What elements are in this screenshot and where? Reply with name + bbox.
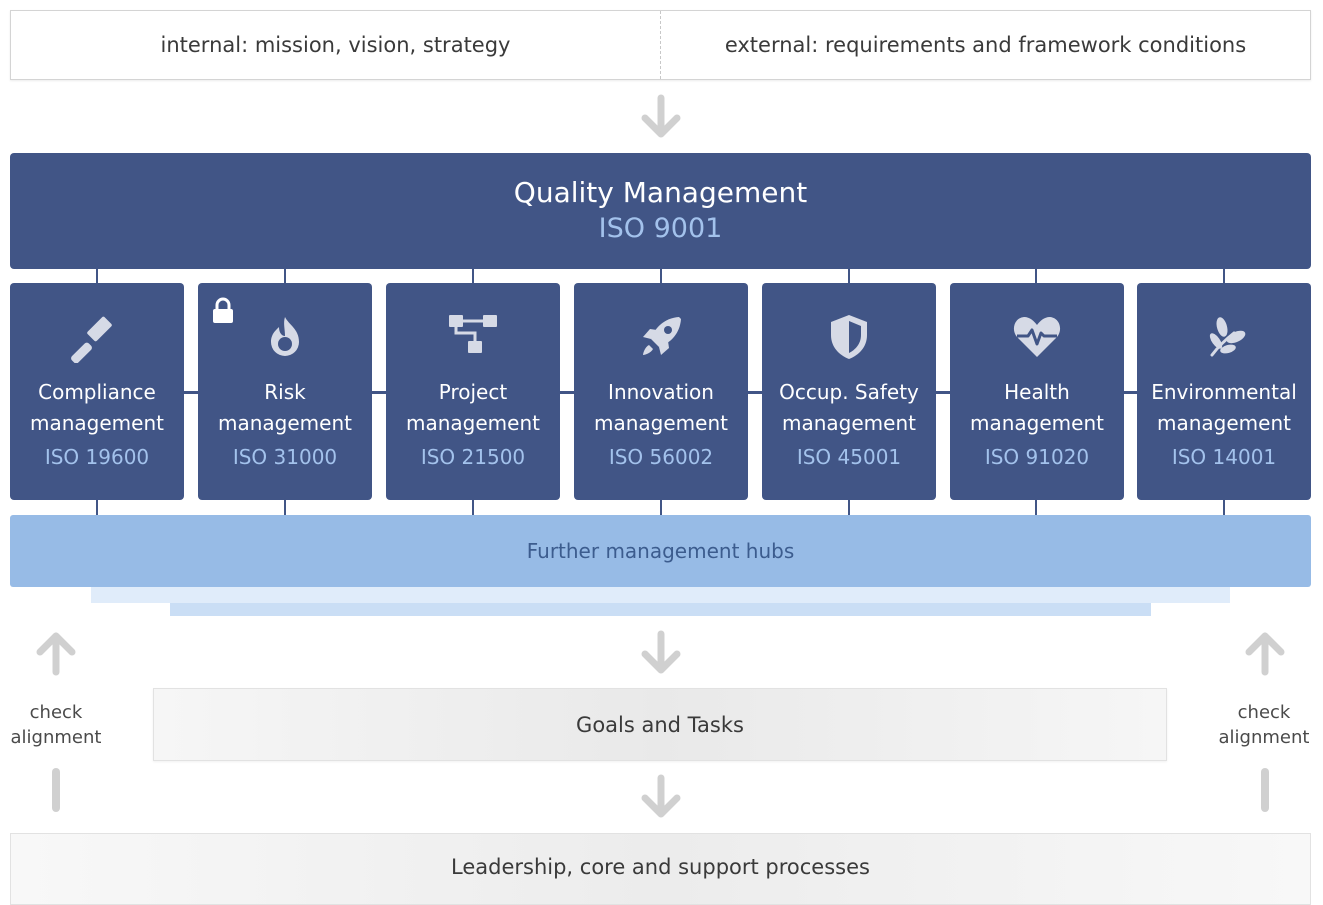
quality-management-box: Quality Management ISO 9001 [10, 153, 1311, 269]
connector-top [96, 269, 98, 283]
connector-horizontal [184, 391, 198, 394]
hub-card-environmental[interactable]: Environmental management ISO 14001 [1137, 283, 1311, 500]
rocket-icon [635, 311, 687, 363]
hub-card-project[interactable]: Project management ISO 21500 [386, 283, 560, 500]
connector-bottom [848, 500, 850, 515]
flame-icon [259, 311, 311, 363]
connector-bottom [1035, 500, 1037, 515]
shield-icon [823, 311, 875, 363]
hub-name: Environmental management [1151, 380, 1297, 435]
goals-and-tasks: Goals and Tasks [153, 688, 1167, 761]
connector-top [660, 269, 662, 283]
connector-top [848, 269, 850, 283]
check-alignment-label: check alignment [10, 702, 102, 748]
connector-top [1035, 269, 1037, 283]
hub-name: Innovation management [594, 380, 728, 435]
connector-horizontal [1124, 391, 1137, 394]
hub-name: Health management [970, 380, 1104, 435]
connector-bottom [96, 500, 98, 515]
check-alignment-label: check alignment [1218, 702, 1310, 748]
quality-management-iso: ISO 9001 [598, 213, 723, 244]
connector-bottom [1223, 500, 1225, 515]
hub-name: Occup. Safety management [779, 380, 919, 435]
gavel-icon [71, 311, 123, 363]
down-arrow-icon [637, 774, 685, 822]
connector-bottom [660, 500, 662, 515]
hub-stack-layer [91, 586, 1230, 603]
hub-card-compliance[interactable]: Compliance management ISO 19600 [10, 283, 184, 500]
hub-iso: ISO 14001 [1171, 445, 1277, 469]
hierarchy-icon [447, 311, 499, 363]
hub-card-risk[interactable]: Risk management ISO 31000 [198, 283, 372, 500]
hub-card-safety[interactable]: Occup. Safety management ISO 45001 [762, 283, 936, 500]
hub-iso: ISO 19600 [44, 445, 150, 469]
up-arrow-icon [1241, 628, 1289, 676]
connector-top [284, 269, 286, 283]
leaf-icon [1198, 311, 1250, 363]
hub-iso: ISO 45001 [796, 445, 902, 469]
connector-top [472, 269, 474, 283]
hub-iso: ISO 31000 [232, 445, 338, 469]
further-management-hubs: Further management hubs [10, 515, 1311, 587]
hub-name: Compliance management [30, 380, 164, 435]
connector-horizontal [936, 391, 950, 394]
connector-bottom [472, 500, 474, 515]
internal-context: internal: mission, vision, strategy [11, 11, 661, 79]
hub-card-health[interactable]: Health management ISO 91020 [950, 283, 1124, 500]
hub-iso: ISO 21500 [420, 445, 526, 469]
connector-horizontal [372, 391, 386, 394]
down-arrow-icon [637, 630, 685, 678]
hub-iso: ISO 91020 [984, 445, 1090, 469]
context-bar: internal: mission, vision, strategy exte… [10, 10, 1311, 80]
lock-icon [210, 297, 236, 325]
alignment-bar [1261, 768, 1269, 812]
connector-top [1223, 269, 1225, 283]
hub-name: Project management [406, 380, 540, 435]
up-arrow-icon [32, 628, 80, 676]
connector-bottom [284, 500, 286, 515]
external-context: external: requirements and framework con… [724, 33, 1247, 57]
quality-management-title: Quality Management [513, 176, 808, 209]
leadership-processes: Leadership, core and support processes [10, 833, 1311, 905]
heartbeat-icon [1011, 311, 1063, 363]
alignment-bar [52, 768, 60, 812]
down-arrow-icon [637, 94, 685, 142]
hub-iso: ISO 56002 [608, 445, 714, 469]
connector-horizontal [748, 391, 762, 394]
hub-name: Risk management [218, 380, 352, 435]
hub-card-innovation[interactable]: Innovation management ISO 56002 [574, 283, 748, 500]
connector-horizontal [560, 391, 574, 394]
